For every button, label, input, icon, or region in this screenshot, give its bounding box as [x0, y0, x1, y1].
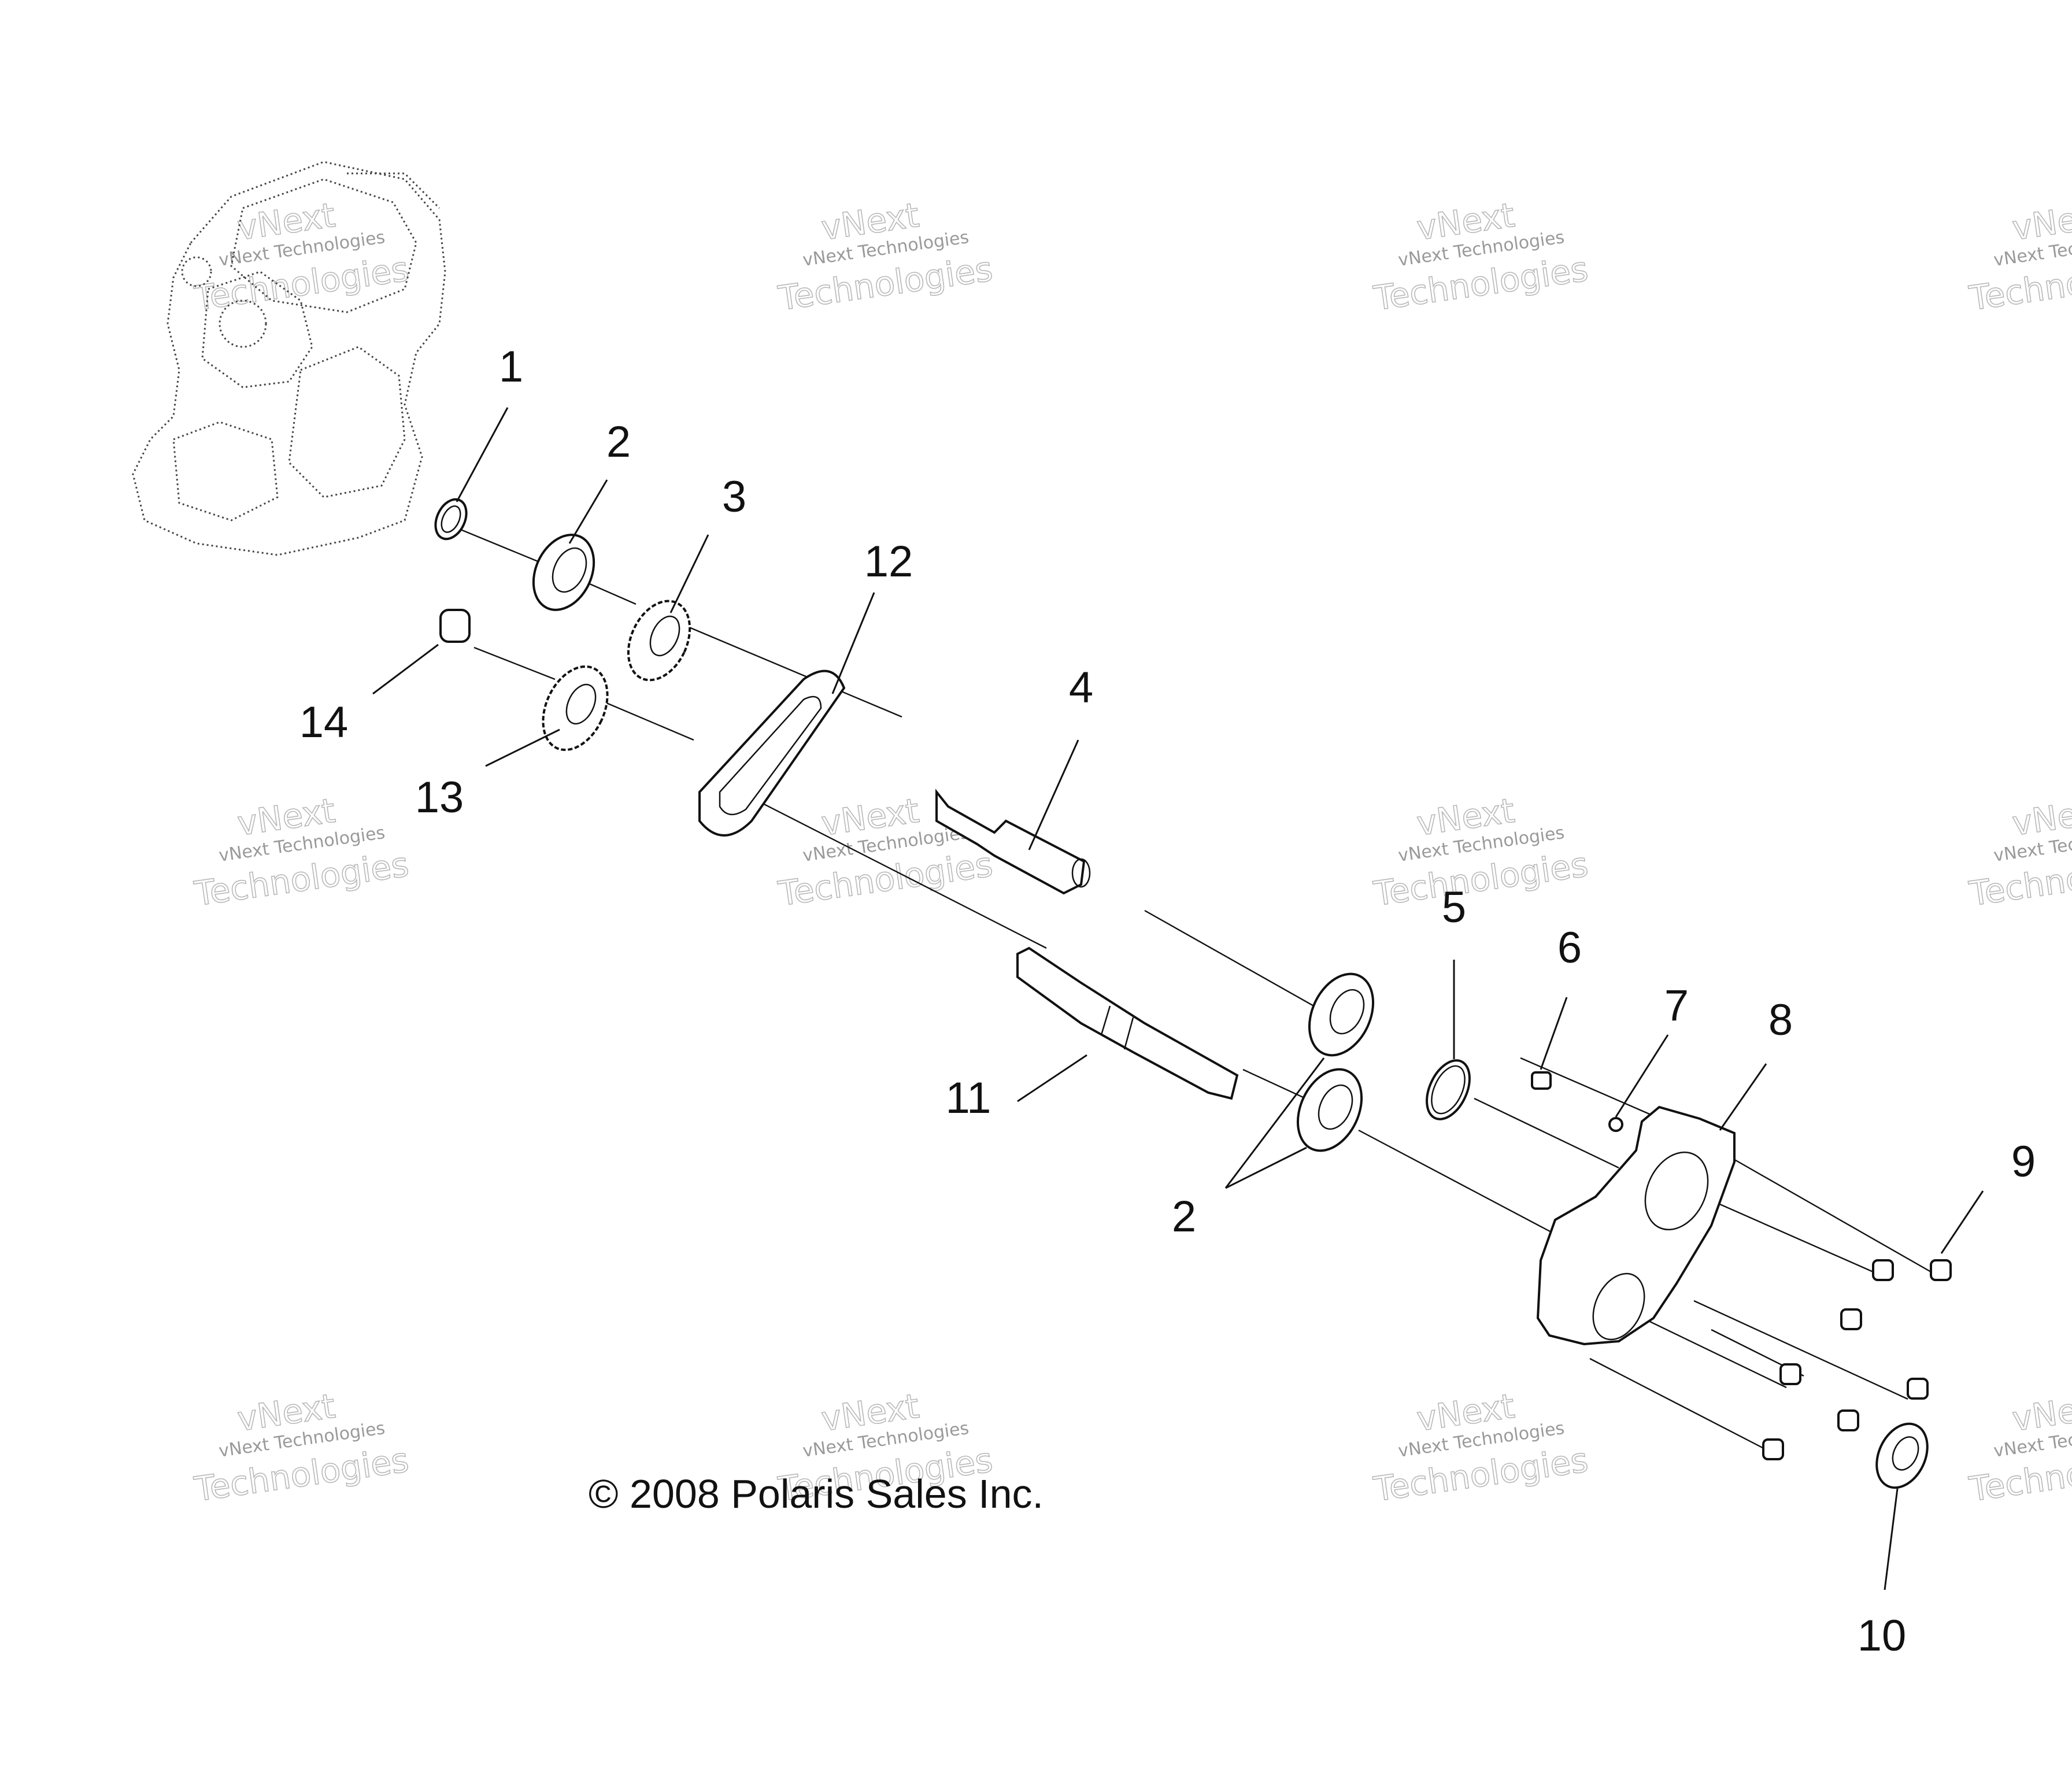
part-6-plug	[1531, 1071, 1552, 1090]
callout-6: 6	[1557, 923, 1582, 972]
callout-9: 9	[2011, 1137, 2036, 1186]
part-7-washer	[1608, 1117, 1623, 1132]
part-10-seal	[1875, 1422, 1929, 1489]
part-12-chain	[698, 669, 846, 837]
part-9-bolts	[1762, 1259, 1952, 1460]
part-2-bearing-mid	[1308, 972, 1375, 1057]
watermark-vnext: vNext	[2010, 1386, 2072, 1439]
callout-14: 14	[299, 698, 349, 747]
assembly-axis-lines	[445, 522, 1932, 1452]
part-1-snap-ring	[434, 498, 468, 541]
callout-labels: 1 2 3 12 4 14 13 5 6 7 8 9 11 2 10	[299, 342, 2036, 1660]
watermark-vnext: vNext	[2010, 195, 2072, 248]
part-14-bushing	[439, 609, 471, 643]
callout-13: 13	[415, 773, 464, 822]
callout-11: 11	[946, 1074, 991, 1123]
part-3-gear	[627, 600, 691, 682]
copyright-text: © 2008 Polaris Sales Inc.	[589, 1471, 1044, 1516]
callout-4: 4	[1069, 663, 1093, 712]
callout-10: 10	[1858, 1611, 1907, 1660]
callout-12: 12	[864, 537, 913, 586]
leader-lines	[372, 407, 1984, 1590]
callout-3: 3	[722, 472, 746, 521]
callout-5: 5	[1442, 883, 1466, 932]
part-4-shaft	[935, 789, 1091, 895]
callout-2-top: 2	[606, 417, 631, 467]
callout-8: 8	[1768, 996, 1793, 1045]
part-8-cover	[1536, 1105, 1736, 1346]
callout-1: 1	[499, 342, 523, 391]
part-2-bearing-top	[532, 534, 595, 611]
watermark-vnext: vNext	[2010, 791, 2072, 843]
callout-7: 7	[1664, 981, 1689, 1030]
part-11-shaft	[1016, 946, 1239, 1100]
part-2-bearing-low	[1296, 1068, 1363, 1152]
engine-thumbnail	[132, 161, 446, 556]
callout-2-bottom: 2	[1172, 1192, 1196, 1241]
part-5-o-ring	[1426, 1059, 1471, 1120]
part-13-gear	[542, 665, 609, 752]
